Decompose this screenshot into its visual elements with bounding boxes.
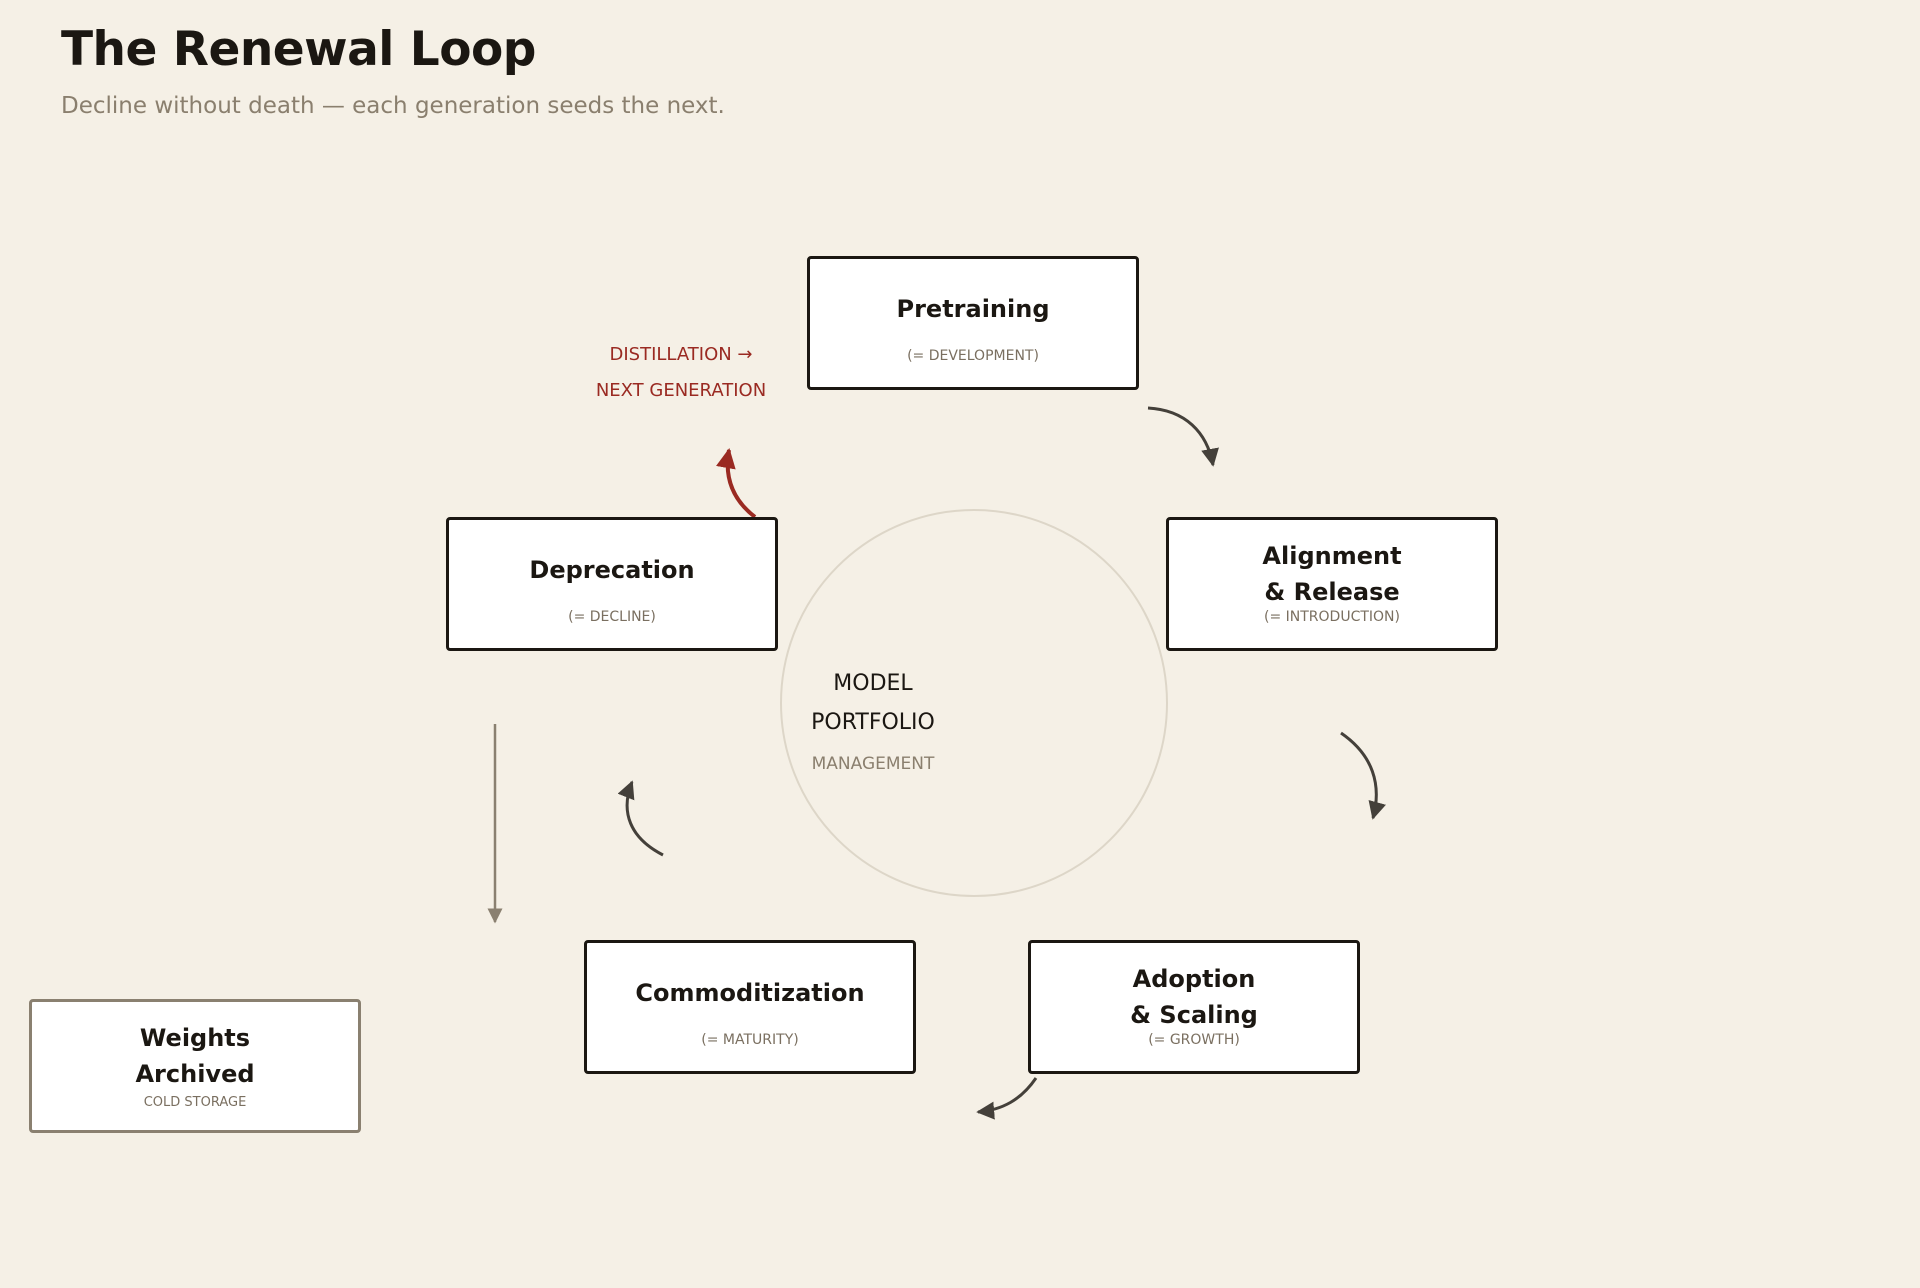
stage-adoption-name-line2: & Scaling — [1130, 1001, 1258, 1029]
renewal-label-distillation: DISTILLATION → — [609, 344, 753, 365]
archive-name-line1: Weights — [139, 1024, 251, 1052]
stage-alignment-name-line1: Alignment — [1262, 542, 1402, 570]
hub-label-portfolio: PORTFOLIO — [811, 710, 935, 735]
hub-label-management: MANAGEMENT — [811, 754, 935, 774]
arrow-alignment-to-adoption — [1340, 731, 1386, 820]
stage-adoption-name: Adoption & Scaling — [1031, 961, 1357, 1033]
stage-commoditization-name: Commoditization — [635, 979, 865, 1007]
archive-name-line2: Archived — [135, 1060, 255, 1088]
stage-deprecation: Deprecation (= DECLINE) — [446, 517, 778, 651]
hub-circle — [780, 509, 1168, 897]
stage-alignment-name: Alignment & Release — [1169, 538, 1495, 610]
arrow-pretraining-to-alignment — [1147, 406, 1219, 467]
stage-deprecation-name: Deprecation — [529, 556, 695, 584]
page-title: The Renewal Loop — [61, 22, 536, 77]
page-subtitle: Decline without death — each generation … — [61, 93, 725, 119]
arrow-deprecation-to-distillation — [715, 448, 757, 519]
stage-adoption-name-line1: Adoption — [1132, 965, 1256, 993]
stage-deprecation-sub: (= DECLINE) — [568, 609, 656, 625]
stage-pretraining: Pretraining (= DEVELOPMENT) — [807, 256, 1139, 390]
hub-label-model: MODEL — [833, 671, 913, 696]
stage-alignment-name-line2: & Release — [1264, 578, 1400, 606]
renewal-label-next-generation: NEXT GENERATION — [595, 380, 767, 401]
arrow-adoption-to-commoditization — [976, 1077, 1038, 1120]
stage-commoditization: Commoditization (= MATURITY) — [584, 940, 916, 1074]
stage-pretraining-sub: (= DEVELOPMENT) — [907, 348, 1039, 364]
stage-alignment-release: Alignment & Release (= INTRODUCTION) — [1166, 517, 1498, 651]
stage-alignment-sub: (= INTRODUCTION) — [1264, 609, 1400, 625]
stage-commoditization-sub: (= MATURITY) — [701, 1032, 799, 1048]
stage-adoption-sub: (= GROWTH) — [1148, 1032, 1240, 1048]
weights-archived-box: Weights Archived COLD STORAGE — [29, 999, 361, 1133]
arrow-commoditization-to-deprecation — [617, 780, 664, 857]
archive-sub: COLD STORAGE — [143, 1095, 247, 1110]
stage-pretraining-name: Pretraining — [896, 295, 1050, 323]
stage-adoption-scaling: Adoption & Scaling (= GROWTH) — [1028, 940, 1360, 1074]
archive-name: Weights Archived — [32, 1020, 358, 1092]
